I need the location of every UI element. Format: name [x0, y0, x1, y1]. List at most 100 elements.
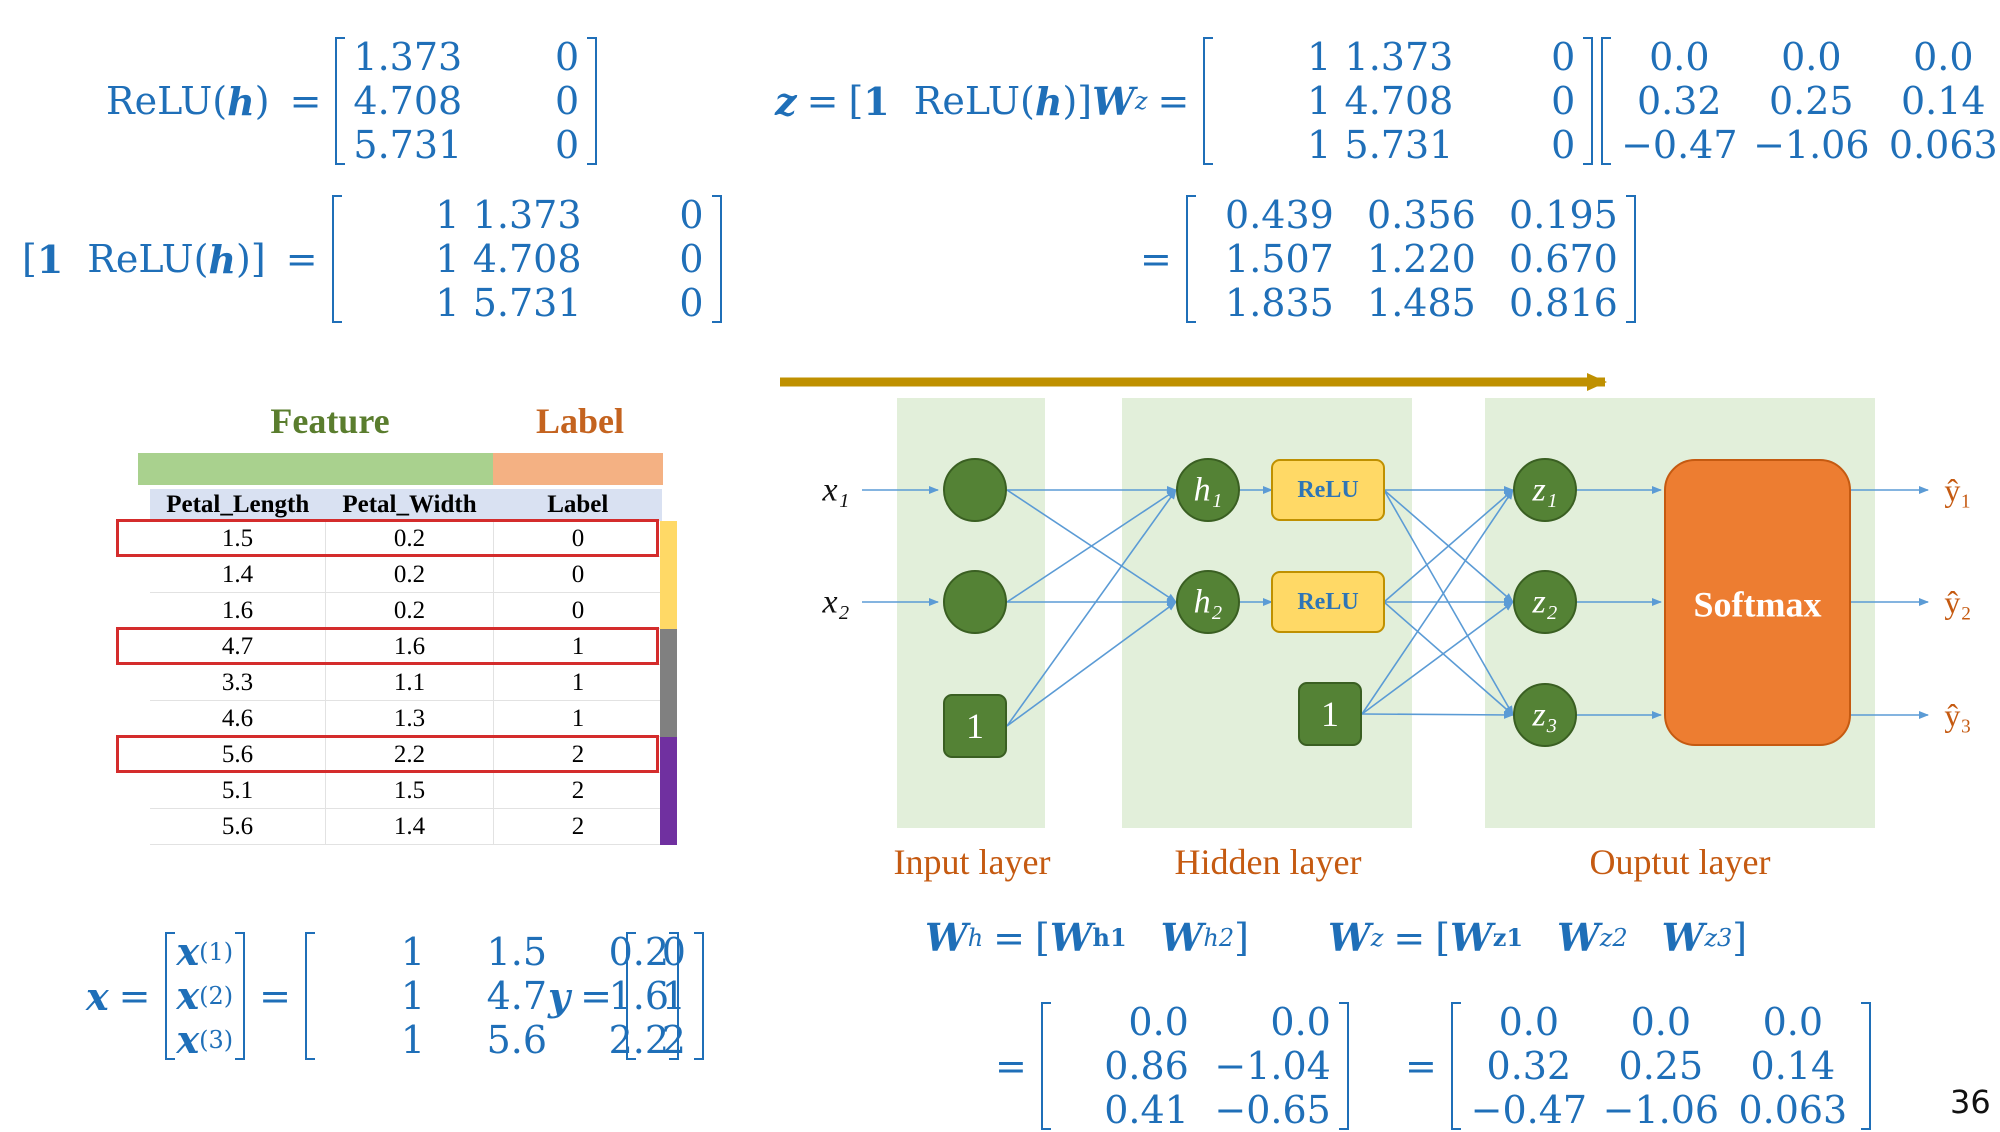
equals-sign: =: [118, 974, 151, 1018]
equals-sign: =: [1140, 237, 1172, 281]
table-cell: 1: [493, 700, 662, 737]
table-cell: 5.1: [150, 772, 326, 809]
matrix-cell: 1: [661, 974, 686, 1018]
bias-one: 1: [36, 236, 64, 282]
softmax-box: [1664, 459, 1851, 746]
matrix-cell: 1: [400, 930, 425, 974]
matrix-cell: 0: [679, 281, 704, 325]
vector-base: x: [176, 973, 200, 1018]
input-hidden-edge: [1006, 601, 1177, 727]
hidden-node: [1176, 570, 1240, 634]
class-color-bar: [660, 629, 677, 737]
equals-sign: =: [1157, 79, 1190, 123]
wh-sub: h: [967, 923, 984, 952]
matrix-row: 2: [638, 1018, 692, 1062]
matrix-cell: 5.6: [486, 1018, 547, 1062]
matrix-cell: 5.731: [472, 281, 582, 325]
table-cell: 1: [493, 664, 662, 701]
bias-func-text: ReLU(: [87, 237, 209, 281]
equals-sign: =: [993, 915, 1025, 960]
table-cell: 0.2: [325, 556, 494, 593]
vector-superscript: (1): [199, 938, 234, 966]
matrix-cell: 1.373: [1344, 35, 1454, 79]
table-header-row: Petal_Length Petal_Width Label: [150, 489, 662, 521]
bias-relu-lhs: [1 ReLU(h)]: [22, 237, 266, 282]
label-legend: Label: [535, 401, 624, 441]
wz3-var: W: [1661, 915, 1705, 960]
softmax-label: Softmax: [1694, 585, 1822, 625]
matrix-cell: 0.0: [1498, 1000, 1560, 1044]
table-cell: 0: [493, 592, 662, 629]
matrix-cell: 4.708: [472, 237, 582, 281]
matrix-cell: 0.32: [1486, 1044, 1572, 1088]
input-hidden-edge: [1006, 489, 1177, 727]
highlight-box: [116, 735, 659, 773]
matrix-cell: 1: [435, 281, 460, 325]
x-vector: x(1)x(2)x(3): [163, 930, 248, 1062]
matrix-cell: 0.14: [1901, 79, 1986, 123]
table-cell: 0: [493, 556, 662, 593]
matrix-cell: 0.25: [1769, 79, 1854, 123]
matrix-cell: 0.0: [1649, 35, 1710, 79]
wz3-sub: z3: [1704, 923, 1733, 952]
layer-label: Input layer: [894, 842, 1051, 882]
matrix-cell: 0: [679, 237, 704, 281]
vector-entry: x(2): [177, 974, 234, 1018]
hidden-node-label: h₂: [1194, 584, 1223, 621]
layer-label: Hidden layer: [1175, 842, 1362, 882]
wz2-sub: z2: [1599, 923, 1628, 952]
relu-output-edge: [1383, 601, 1514, 716]
matrix-cell: −0.47: [1470, 1088, 1588, 1132]
bracket-open: [: [22, 237, 37, 281]
output-node-label: z₃: [1531, 697, 1557, 734]
wz-var: W: [1328, 915, 1371, 960]
matrix-cell: 0.0: [1913, 35, 1974, 79]
z-var: z: [775, 78, 797, 124]
matrix-cell: 1.507: [1225, 237, 1334, 281]
wh2-sub: h2: [1203, 923, 1235, 952]
column-header: Label: [493, 489, 662, 521]
wz1-sub: z1: [1492, 923, 1524, 952]
output-node-label: z₂: [1531, 584, 1557, 621]
wh1-var: W: [1049, 915, 1093, 960]
highlight-box: [116, 627, 659, 665]
matrix-cell: 1.485: [1367, 281, 1476, 325]
matrix-cell: 2: [661, 1018, 686, 1062]
bias-label: 1: [1321, 694, 1339, 734]
input-node: [943, 458, 1007, 522]
table-cell: 5.6: [150, 808, 326, 845]
matrix-cell: 1: [435, 237, 460, 281]
table-cell: 5.6: [150, 736, 326, 773]
table-cell: 2: [493, 736, 662, 773]
matrix-cell: 0.0: [1762, 1000, 1824, 1044]
matrix-cell: 5.731: [1344, 123, 1454, 167]
matrix-cell: 0: [679, 193, 704, 237]
table-cell: 1: [493, 628, 662, 665]
matrix-row: 0.41−0.65: [1053, 1088, 1337, 1132]
matrix-row: 1 5.731 0: [344, 281, 710, 325]
matrix-cell: 1.6: [608, 974, 669, 1018]
feature-bar: [138, 453, 493, 485]
matrix-cell: 0.25: [1618, 1044, 1704, 1088]
matrix-cell: 0.14: [1750, 1044, 1836, 1088]
